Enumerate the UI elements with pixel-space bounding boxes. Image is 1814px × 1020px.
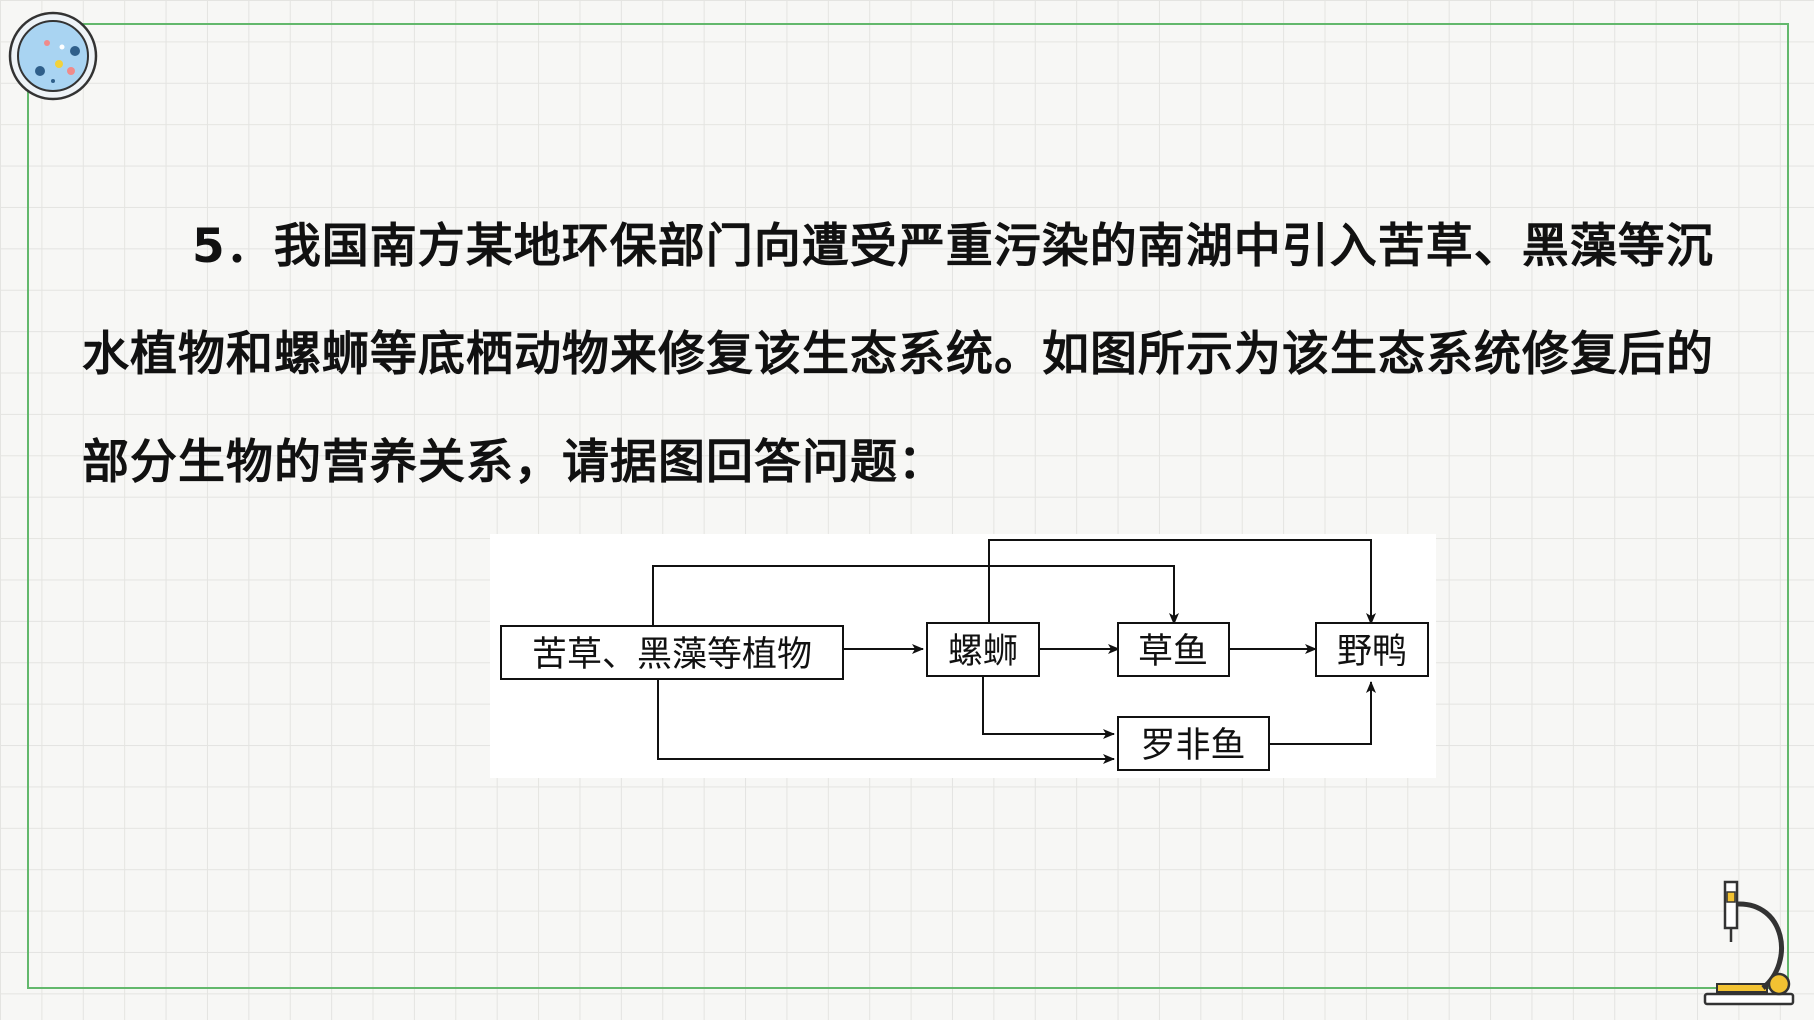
question-text: 5．我国南方某地环保部门向遭受严重污染的南湖中引入苦草、黑藻等沉水植物和螺蛳等底… [82,219,1714,490]
node-plants-label: 苦草、黑藻等植物 [532,635,812,675]
node-wild-duck-label: 野鸭 [1337,632,1407,672]
microscope-icon [1703,880,1795,1006]
edge-snail-wild-duck [988,539,1376,626]
node-snail-box [926,622,1040,677]
petri-dish-icon [8,11,98,101]
node-wild-duck-box [1315,622,1429,677]
node-plants-box [500,625,844,680]
node-tilapia-box [1117,716,1270,771]
slide-frame [27,23,1789,989]
node-grass-carp-label: 草鱼 [1138,632,1208,672]
edge-tilapia-wild-duck [1269,681,1376,745]
node-tilapia-label: 罗非鱼 [1140,726,1245,766]
edge-plants-tilapia [657,674,1115,764]
node-grass-carp-box [1117,622,1230,677]
edge-snail-tilapia [982,674,1115,739]
edge-plants-grass-carp [652,565,1179,626]
node-snail-label: 螺蛳 [948,632,1018,672]
food-web-diagram: 苦草、黑藻等植物 螺蛳 草鱼 野鸭 罗非鱼 [490,534,1436,778]
